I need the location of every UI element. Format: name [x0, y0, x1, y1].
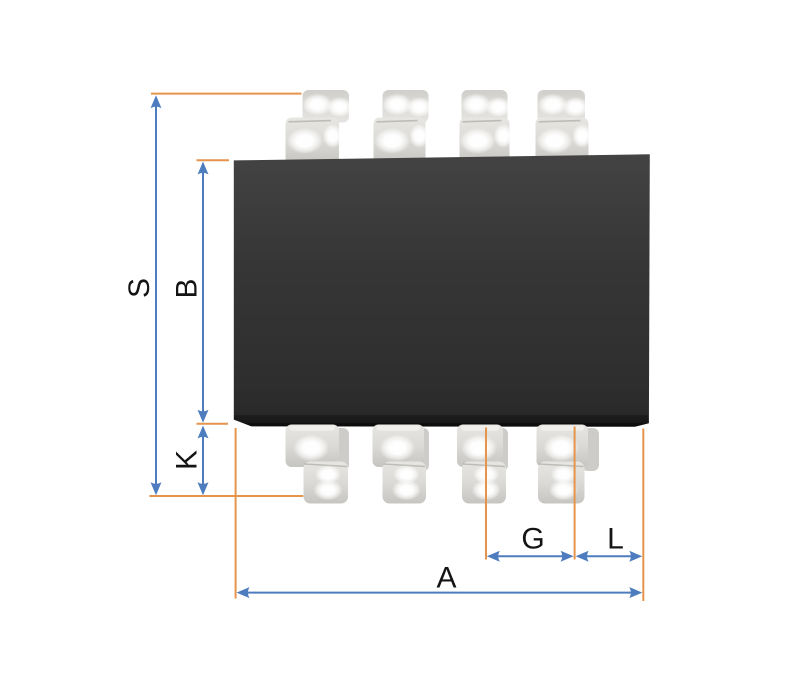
lead-top-sheen [461, 425, 499, 431]
lead-highlight [313, 479, 343, 501]
lead-highlight [379, 434, 416, 462]
dimension-L-line [575, 550, 643, 562]
dimension-label-K: K [171, 450, 204, 470]
lead-top-4 [535, 90, 593, 164]
lead-highlight [409, 124, 430, 148]
lead-highlight [382, 93, 413, 116]
lead-highlight [459, 128, 496, 154]
lead-highlight [293, 434, 330, 462]
dimension-label-A: A [436, 562, 456, 595]
lead-bottom-4 [536, 424, 599, 504]
lead-top-sheen [376, 425, 420, 431]
lead-highlight [549, 479, 579, 501]
lead-highlight [562, 97, 589, 117]
dimension-label-L: L [607, 523, 624, 556]
dimension-L-arrowhead-left [575, 550, 589, 562]
lead-highlight [302, 93, 333, 116]
dimension-S-line [150, 95, 162, 496]
lead-highlight [572, 124, 593, 148]
lead-highlight [461, 93, 492, 116]
lead-bottom-1 [285, 424, 349, 504]
lead-seam [376, 119, 418, 123]
lead-highlight [536, 128, 573, 154]
dimension-K-arrowhead-bottom [197, 482, 209, 496]
lead-bottom-2 [372, 424, 429, 504]
lead-seam [538, 119, 581, 123]
lead-seam [288, 119, 332, 123]
dimension-G-arrowhead-right [560, 550, 574, 562]
dimension-label-G: G [521, 523, 544, 556]
dimension-A-arrowhead-right [629, 587, 643, 599]
dimension-B-line [197, 161, 209, 423]
dimension-label-S: S [123, 278, 156, 298]
dimension-B-arrowhead-bottom [197, 409, 209, 423]
lead-highlight [461, 434, 498, 462]
lead-highlight [374, 128, 411, 154]
lead-top-3 [459, 90, 514, 164]
extension-lines [149, 92, 645, 601]
lead-top-1 [285, 90, 353, 164]
lead-highlight [391, 479, 421, 501]
lead-highlight [493, 124, 514, 148]
lead-highlight [543, 434, 580, 462]
dimension-A-line [236, 587, 643, 599]
dimension-S-arrowhead-bottom [150, 482, 162, 496]
dimension-label-B: B [171, 278, 204, 298]
lead-top-sheen [289, 425, 335, 431]
dimension-K-arrowhead-top [197, 425, 209, 439]
lead-highlight [485, 97, 512, 117]
lead-highlight [550, 465, 577, 484]
lead-bottom-3 [457, 424, 508, 504]
lead-highlight [314, 465, 341, 484]
dimension-K-line [197, 425, 209, 496]
lead-highlight [326, 97, 353, 117]
dimension-G-line [486, 550, 574, 562]
dimension-A-arrowhead-left [236, 587, 250, 599]
lead-top-2 [373, 90, 433, 164]
package-body [233, 154, 650, 427]
package-leads-top [285, 90, 593, 164]
dimension-S-arrowhead-top [150, 95, 162, 109]
lead-top-sheen [540, 425, 584, 431]
lead-highlight [537, 93, 568, 116]
lead-highlight [286, 128, 323, 154]
lead-highlight [393, 465, 420, 484]
dimension-L-arrowhead-right [629, 550, 643, 562]
dimension-B-arrowhead-top [197, 161, 209, 175]
lead-seam [462, 119, 502, 123]
lead-highlight [322, 124, 343, 148]
dimension-lines [150, 95, 643, 599]
package-leads-bottom [285, 424, 599, 504]
lead-highlight [406, 97, 433, 117]
dimension-G-arrowhead-left [486, 550, 500, 562]
dimension-labels: S B K G L A [123, 278, 624, 595]
